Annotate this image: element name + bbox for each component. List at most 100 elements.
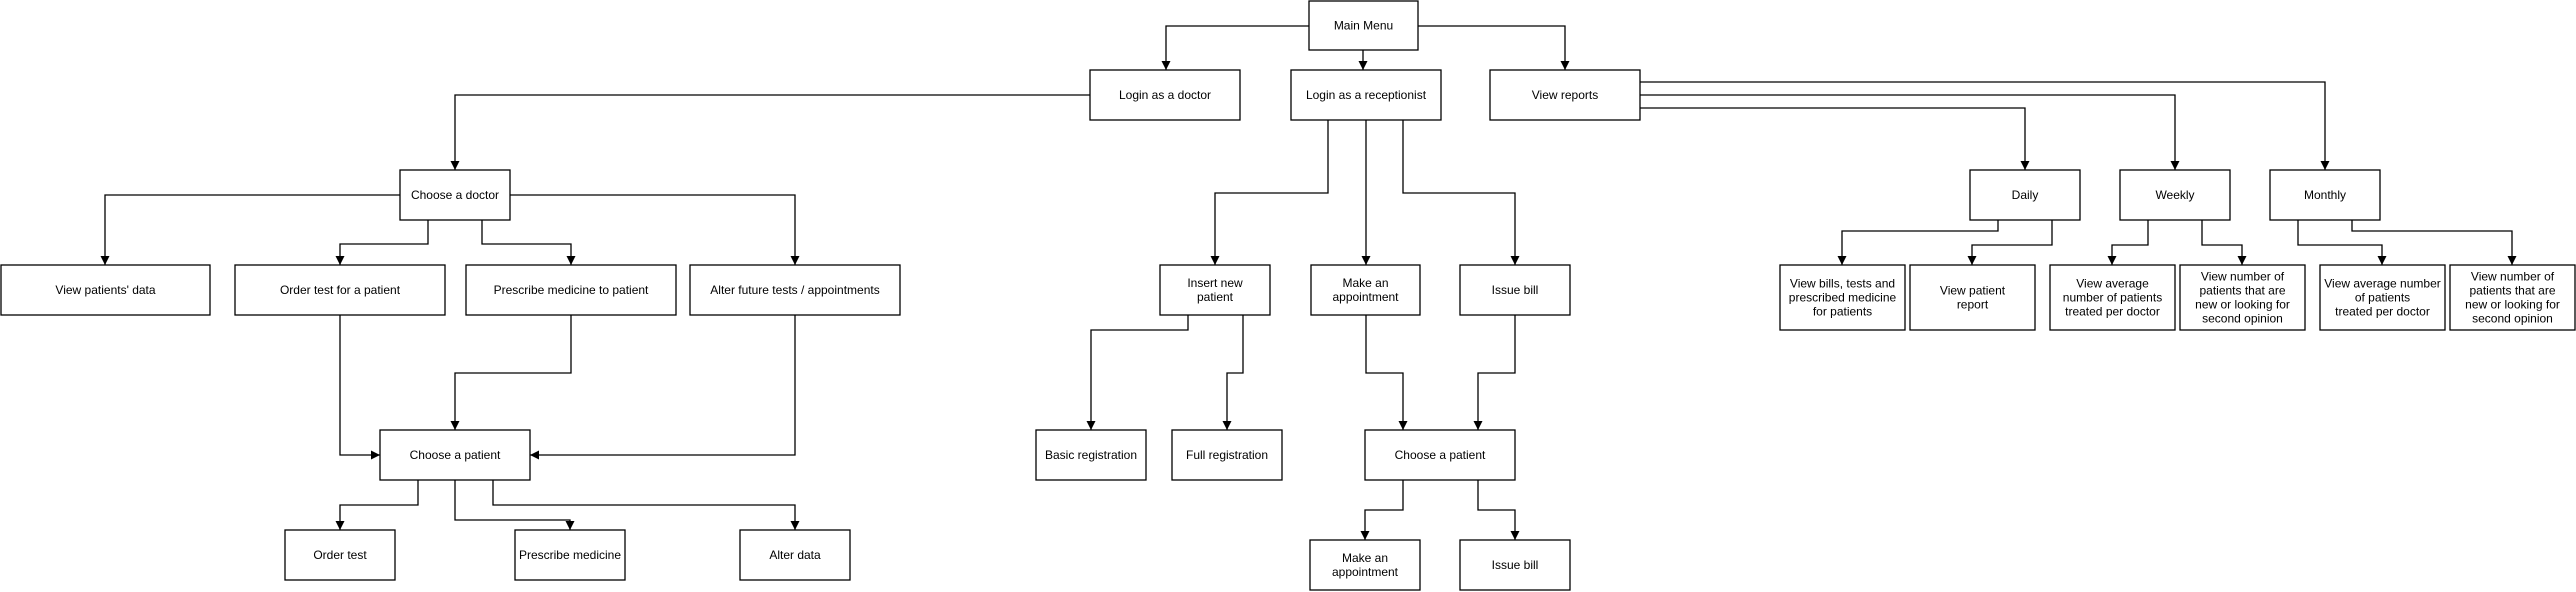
node-box <box>1089 69 1241 121</box>
node-box <box>689 264 901 316</box>
node-label-line: treated per doctor <box>2065 305 2160 319</box>
connector-view-reports-to-weekly <box>1640 94 2180 170</box>
connector-choose-doctor-to-order-test-patient <box>335 220 429 265</box>
node-label-line: Insert new <box>1187 276 1243 290</box>
node-full-registration: Full registration <box>1171 429 1283 481</box>
connector-insert-new-patient-to-basic-registration <box>1086 315 1189 430</box>
node-label-line: Make an <box>1342 551 1388 565</box>
connector-choose-patient-doc-to-prescribe-medicine <box>454 480 575 530</box>
node-box <box>284 529 396 581</box>
node-label-line: Choose a patient <box>410 448 501 462</box>
connector-insert-new-patient-to-full-registration <box>1222 315 1244 430</box>
node-box <box>1489 69 1641 121</box>
node-label-line: Alter future tests / appointments <box>710 283 879 297</box>
connector-login-receptionist-to-insert-new-patient <box>1210 120 1329 265</box>
node-view-reports: View reports <box>1489 69 1641 121</box>
node-label-line: Full registration <box>1186 448 1268 462</box>
node-label-line: View patient <box>1940 284 2006 298</box>
node-main-menu: Main Menu <box>1308 0 1419 51</box>
node-label-line: number of patients <box>2063 291 2162 305</box>
node-box <box>2119 169 2231 221</box>
connector-choose-doctor-to-alter-future <box>510 194 800 265</box>
connector-weekly-to-weekly-new <box>2201 220 2247 265</box>
node-box <box>0 264 211 316</box>
connector-issue-bill-to-choose-patient-rec <box>1473 315 1516 430</box>
node-monthly: Monthly <box>2269 169 2381 221</box>
node-label-line: Login as a receptionist <box>1306 88 1427 102</box>
connector-main-menu-to-view-reports <box>1418 25 1570 70</box>
node-box <box>234 264 446 316</box>
connectors <box>100 25 2517 540</box>
node-label-line: Make an <box>1342 276 1388 290</box>
node-box <box>399 169 511 221</box>
node-login-doctor: Login as a doctor <box>1089 69 1241 121</box>
node-box <box>739 529 851 581</box>
node-label-line: View bills, tests and <box>1790 277 1895 291</box>
connector-choose-doctor-to-view-patients-data <box>100 194 400 265</box>
node-label-line: Alter data <box>769 548 821 562</box>
node-box <box>1290 69 1442 121</box>
node-label-line: Choose a doctor <box>411 188 499 202</box>
node-box <box>2049 264 2176 331</box>
node-label-line: Login as a doctor <box>1119 88 1211 102</box>
node-label-line: new or looking for <box>2465 298 2560 312</box>
node-label-line: appointment <box>1332 565 1399 579</box>
node-label-line: second opinion <box>2202 312 2283 326</box>
node-issue-bill-2: Issue bill <box>1459 539 1571 591</box>
node-label-line: Choose a patient <box>1395 448 1486 462</box>
connector-make-appointment-to-choose-patient-rec <box>1365 315 1408 430</box>
node-daily: Daily <box>1969 169 2081 221</box>
node-label-line: second opinion <box>2472 312 2553 326</box>
connector-login-receptionist-to-issue-bill <box>1402 120 1520 265</box>
connector-monthly-to-monthly-new <box>2351 220 2517 265</box>
node-label-line: patients that are <box>2469 284 2555 298</box>
node-prescribe-medicine: Prescribe medicine <box>514 529 626 581</box>
node-issue-bill: Issue bill <box>1459 264 1571 316</box>
node-label-line: View reports <box>1532 88 1598 102</box>
node-choose-patient-doc: Choose a patient <box>379 429 531 481</box>
node-label-line: treated per doctor <box>2335 305 2430 319</box>
node-prescribe-medicine-patient: Prescribe medicine to patient <box>465 264 677 316</box>
node-label-line: Order test for a patient <box>280 283 401 297</box>
node-label-line: View average number <box>2324 277 2441 291</box>
connector-monthly-to-monthly-avg <box>2297 220 2387 265</box>
connector-view-reports-to-daily <box>1640 107 2030 170</box>
node-label-line: appointment <box>1332 290 1399 304</box>
node-label-line: new or looking for <box>2195 298 2290 312</box>
node-label-line: prescribed medicine <box>1789 291 1897 305</box>
node-box <box>2269 169 2381 221</box>
node-alter-future: Alter future tests / appointments <box>689 264 901 316</box>
node-login-receptionist: Login as a receptionist <box>1290 69 1442 121</box>
node-box <box>2179 264 2306 331</box>
connector-alter-future-to-choose-patient-doc <box>530 315 796 460</box>
node-basic-registration: Basic registration <box>1035 429 1147 481</box>
node-box <box>1909 264 2036 331</box>
node-box <box>1459 539 1571 591</box>
node-box <box>1309 539 1421 591</box>
node-label-line: patients that are <box>2199 284 2285 298</box>
node-order-test: Order test <box>284 529 396 581</box>
node-box <box>514 529 626 581</box>
node-alter-data: Alter data <box>739 529 851 581</box>
node-box <box>1171 429 1283 481</box>
node-box <box>2449 264 2576 331</box>
connector-view-reports-to-monthly <box>1640 81 2330 170</box>
node-weekly: Weekly <box>2119 169 2231 221</box>
node-label-line: patient <box>1197 290 1234 304</box>
node-box <box>1459 264 1571 316</box>
node-box <box>1159 264 1271 316</box>
node-box <box>2319 264 2446 331</box>
node-choose-patient-rec: Choose a patient <box>1364 429 1516 481</box>
node-label-line: Weekly <box>2155 188 2194 202</box>
node-label-line: View patients' data <box>55 283 155 297</box>
node-order-test-patient: Order test for a patient <box>234 264 446 316</box>
node-label-line: View number of <box>2201 270 2285 284</box>
